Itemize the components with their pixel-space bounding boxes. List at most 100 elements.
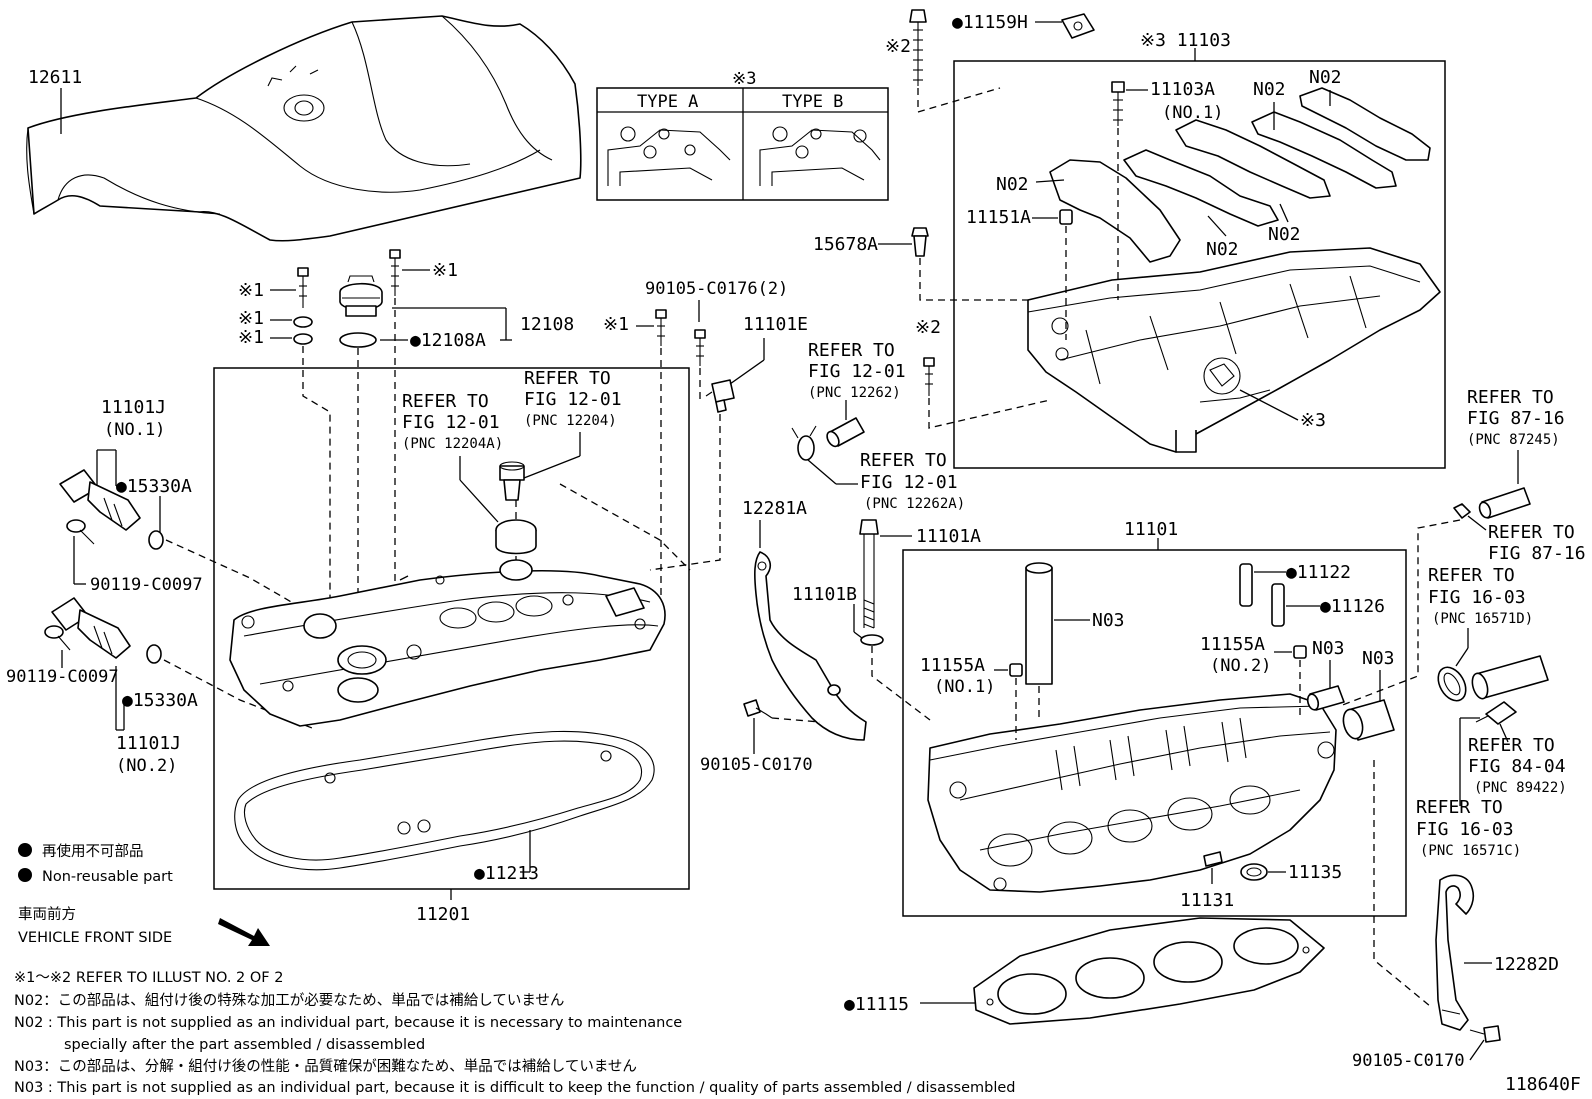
bolt-90105-c0170-b	[1469, 1025, 1501, 1043]
bolt-11103a	[1111, 81, 1125, 126]
label-ref-89422-1: REFER TO	[1468, 735, 1555, 756]
sensor-89422	[1475, 701, 1517, 725]
note-n02-jp: N02：この部品は、組付け後の特殊な加工が必要なため、単品では補給していません	[14, 992, 564, 1009]
vehicle-front-arrow-icon	[218, 918, 270, 946]
bolt-ref1-a	[297, 267, 309, 308]
label-n02-b: N02	[1309, 67, 1342, 88]
label-ref3-mid: ※3	[1300, 410, 1326, 431]
dowel-11151a	[1059, 209, 1073, 225]
label-15678a: 15678A	[813, 234, 878, 255]
note-n03-jp: N03：この部品は、分解・組付け後の性能・品質確保が困難なため、単品では補給して…	[14, 1057, 637, 1075]
label-ref-89422-3: (PNC 89422)	[1474, 780, 1567, 796]
grommet-12204a	[495, 519, 537, 555]
label-n03-a: N03	[1092, 610, 1125, 631]
plug-11131	[1203, 851, 1223, 867]
label-ref-8716b-2: FIG 87-16	[1488, 543, 1586, 564]
hose-16571	[1471, 655, 1549, 700]
label-11101j-1: 11101J	[101, 397, 166, 418]
bolt-ref2-mid	[923, 357, 935, 396]
label-ref-12204-1: REFER TO	[524, 368, 611, 389]
label-ref1-b: ※1	[238, 308, 264, 329]
label-11101a: 11101A	[916, 526, 981, 547]
label-11101j-2: 11101J	[116, 733, 181, 754]
label-11103: ※3 11103	[1140, 30, 1231, 51]
label-12108: 12108	[520, 314, 574, 335]
label-ref-16571c-1: REFER TO	[1416, 797, 1503, 818]
legend	[18, 843, 32, 882]
label-ref-12204a-2: FIG 12-01	[402, 412, 500, 433]
box-11103	[953, 60, 1446, 469]
clip-87-16	[1453, 503, 1471, 519]
label-11155a-1-sub: (NO.1)	[934, 677, 995, 697]
label-ref1-c: ※1	[238, 327, 264, 348]
valve-guide-11126	[1271, 583, 1285, 627]
legend-nonreusable-jp: 再使用不可部品	[42, 843, 144, 860]
plug-15678a	[911, 227, 929, 257]
valve-guide-11122	[1239, 563, 1253, 607]
label-ref-16571c-2: FIG 16-03	[1416, 819, 1514, 840]
ocv-11101j-no1	[59, 469, 164, 550]
label-ref-87245-1: REFER TO	[1467, 387, 1554, 408]
label-11135: 11135	[1288, 862, 1342, 883]
label-ref-87245-2: FIG 87-16	[1467, 408, 1565, 429]
sleeve-n03-a	[1025, 562, 1053, 685]
label-11213: ●11213	[474, 863, 539, 884]
label-n03-c: N03	[1362, 648, 1395, 669]
label-ref-16571d-2: FIG 16-03	[1428, 587, 1526, 608]
label-11131: 11131	[1180, 890, 1234, 911]
legend-nonreusable-en: Non-reusable part	[42, 869, 173, 885]
bolt-90119-2	[44, 625, 71, 651]
pin-n03-b	[1306, 685, 1345, 711]
hose-12262	[826, 417, 865, 448]
label-n03-b: N03	[1312, 638, 1345, 659]
bolt-11101a	[859, 519, 879, 629]
cap-11159h	[1061, 13, 1095, 39]
label-11101j-1-sub: (NO.1)	[104, 420, 165, 440]
figure-number: 118640F	[1505, 1074, 1581, 1095]
label-90119-1: 90119-C0097	[90, 575, 203, 595]
legend-front-en: VEHICLE FRONT SIDE	[18, 930, 172, 946]
sensor-11101e	[705, 379, 735, 413]
cylinder-head-drawing	[927, 693, 1337, 893]
label-ref-12204a-1: REFER TO	[402, 391, 489, 412]
label-11155a-2-sub: (NO.2)	[1210, 656, 1271, 676]
label-11103a: 11103A	[1150, 79, 1215, 100]
engine-cover-drawing	[26, 15, 582, 242]
label-11151a: 11151A	[966, 207, 1031, 228]
label-11122: ●11122	[1286, 562, 1351, 583]
label-ref-16571c-3: (PNC 16571C)	[1420, 843, 1521, 859]
label-11101j-2-sub: (NO.2)	[116, 756, 177, 776]
bolt-90105-c0176	[694, 329, 706, 366]
label-type-b: TYPE B	[782, 92, 843, 112]
label-n02-e: N02	[1268, 224, 1301, 245]
label-11155a-2: 11155A	[1200, 634, 1265, 655]
bolt-ref1-e	[655, 309, 667, 346]
label-90119-2: 90119-C0097	[6, 667, 119, 687]
seal-11135	[1240, 863, 1268, 881]
label-15330a-1: ●15330A	[116, 476, 192, 497]
label-11115: ●11115	[844, 994, 909, 1015]
head-gasket-11115	[973, 917, 1325, 1025]
label-ref-12262a-2: FIG 12-01	[860, 472, 958, 493]
label-11201: 11201	[416, 904, 470, 925]
label-ref2-top: ※2	[885, 36, 911, 57]
note-n02-en-2: specially after the part assembled / dis…	[64, 1037, 425, 1053]
label-90105-c0170-b: 90105-C0170	[1352, 1051, 1465, 1071]
cup-n03-c	[1342, 699, 1395, 741]
bolt-90105-c0170-a	[743, 699, 773, 719]
label-11155a-1: 11155A	[920, 655, 985, 676]
bracket-12282d	[1435, 874, 1475, 1031]
hose-87245	[1478, 487, 1531, 519]
label-ref1-a: ※1	[238, 280, 264, 301]
label-ref-16571d-3: (PNC 16571D)	[1432, 611, 1533, 627]
clip-12262a	[791, 425, 817, 461]
gasket-12108a	[339, 332, 377, 348]
label-15330a-2: ●15330A	[122, 690, 198, 711]
head-cover-gasket-11213	[234, 730, 655, 871]
label-ref-87245-3: (PNC 87245)	[1467, 432, 1560, 448]
type-inset	[596, 87, 889, 201]
ocv-11101j-no2	[51, 597, 162, 664]
label-11103a-sub: (NO.1)	[1162, 103, 1223, 123]
dowel-11155a-1	[1009, 663, 1023, 677]
